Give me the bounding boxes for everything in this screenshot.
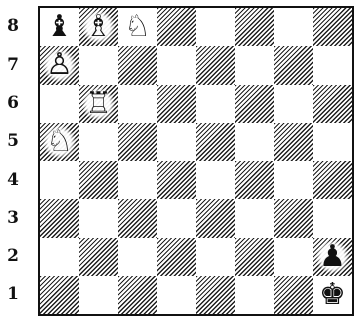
rank-label-7: 7 [4, 56, 22, 74]
white-bishop-icon[interactable]: ♗ [79, 8, 118, 46]
square-g5[interactable] [274, 123, 313, 161]
square-b6[interactable]: ♖ [79, 85, 118, 123]
square-f1[interactable] [235, 276, 274, 314]
square-h5[interactable] [313, 123, 352, 161]
square-f6[interactable] [235, 85, 274, 123]
square-h2[interactable]: ♟ [313, 238, 352, 276]
square-f5[interactable] [235, 123, 274, 161]
square-g2[interactable] [274, 238, 313, 276]
square-a7[interactable]: ♙ [40, 46, 79, 84]
square-e7[interactable] [196, 46, 235, 84]
square-h7[interactable] [313, 46, 352, 84]
square-b4[interactable] [79, 161, 118, 199]
square-a1[interactable] [40, 276, 79, 314]
square-e6[interactable] [196, 85, 235, 123]
square-b5[interactable] [79, 123, 118, 161]
square-f8[interactable] [235, 8, 274, 46]
square-c5[interactable] [118, 123, 157, 161]
square-h6[interactable] [313, 85, 352, 123]
square-c3[interactable] [118, 199, 157, 237]
square-a6[interactable] [40, 85, 79, 123]
white-knight-icon[interactable]: ♘ [118, 8, 157, 46]
rank-label-8: 8 [4, 17, 22, 35]
square-e1[interactable] [196, 276, 235, 314]
square-e8[interactable] [196, 8, 235, 46]
square-h1[interactable]: ♚ [313, 276, 352, 314]
square-f7[interactable] [235, 46, 274, 84]
square-a8[interactable]: ♝ [40, 8, 79, 46]
square-b7[interactable] [79, 46, 118, 84]
rank-label-4: 4 [4, 171, 22, 189]
square-a5[interactable]: ♘ [40, 123, 79, 161]
square-h4[interactable] [313, 161, 352, 199]
rank-label-6: 6 [4, 94, 22, 112]
square-g1[interactable] [274, 276, 313, 314]
white-rook-icon[interactable]: ♖ [79, 85, 118, 123]
square-e2[interactable] [196, 238, 235, 276]
square-h8[interactable] [313, 8, 352, 46]
square-a4[interactable] [40, 161, 79, 199]
square-d7[interactable] [157, 46, 196, 84]
square-h3[interactable] [313, 199, 352, 237]
square-b1[interactable] [79, 276, 118, 314]
chess-board: ♝♗♘♙♖♘♟♚ [40, 8, 352, 314]
black-bishop-icon[interactable]: ♝ [40, 8, 79, 46]
square-f3[interactable] [235, 199, 274, 237]
square-a3[interactable] [40, 199, 79, 237]
square-d6[interactable] [157, 85, 196, 123]
square-g7[interactable] [274, 46, 313, 84]
square-d8[interactable] [157, 8, 196, 46]
black-pawn-icon[interactable]: ♟ [313, 238, 352, 276]
square-d2[interactable] [157, 238, 196, 276]
square-e3[interactable] [196, 199, 235, 237]
square-f4[interactable] [235, 161, 274, 199]
square-b3[interactable] [79, 199, 118, 237]
square-d5[interactable] [157, 123, 196, 161]
rank-label-2: 2 [4, 247, 22, 265]
square-c2[interactable] [118, 238, 157, 276]
rank-label-5: 5 [4, 132, 22, 150]
square-d3[interactable] [157, 199, 196, 237]
square-g6[interactable] [274, 85, 313, 123]
black-king-icon[interactable]: ♚ [313, 276, 352, 314]
rank-label-1: 1 [4, 285, 22, 303]
square-d1[interactable] [157, 276, 196, 314]
square-c6[interactable] [118, 85, 157, 123]
square-a2[interactable] [40, 238, 79, 276]
square-c8[interactable]: ♘ [118, 8, 157, 46]
white-pawn-icon[interactable]: ♙ [40, 46, 79, 84]
square-c4[interactable] [118, 161, 157, 199]
rank-label-3: 3 [4, 209, 22, 227]
square-b8[interactable]: ♗ [79, 8, 118, 46]
square-c7[interactable] [118, 46, 157, 84]
square-e5[interactable] [196, 123, 235, 161]
square-e4[interactable] [196, 161, 235, 199]
square-g3[interactable] [274, 199, 313, 237]
square-g8[interactable] [274, 8, 313, 46]
square-g4[interactable] [274, 161, 313, 199]
square-d4[interactable] [157, 161, 196, 199]
white-knight-icon[interactable]: ♘ [40, 123, 79, 161]
square-f2[interactable] [235, 238, 274, 276]
square-b2[interactable] [79, 238, 118, 276]
square-c1[interactable] [118, 276, 157, 314]
